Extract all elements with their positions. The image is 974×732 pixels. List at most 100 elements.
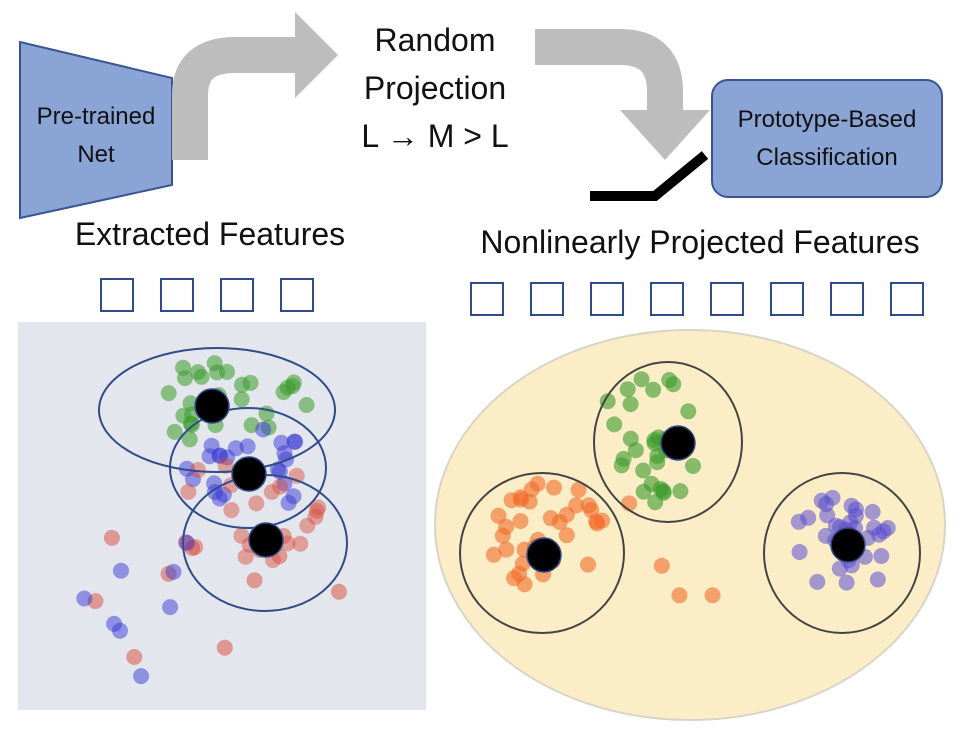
cluster-boundary <box>98 347 336 473</box>
scatter-point <box>299 517 316 534</box>
scatter-point <box>635 462 652 479</box>
right-feature-box <box>710 282 744 316</box>
scatter-point <box>112 622 128 639</box>
right-feature-box <box>830 282 864 316</box>
scatter-point <box>516 576 533 593</box>
left-feature-box <box>280 278 314 312</box>
arrow-right-icon <box>172 12 338 160</box>
scatter-point <box>178 534 195 551</box>
scatter-point <box>217 457 234 474</box>
scatter-point <box>838 574 855 591</box>
scatter-point <box>864 503 881 520</box>
cluster-boundary <box>763 472 921 634</box>
prototype-point <box>830 527 866 563</box>
right-panel-title: Nonlinearly Projected Features <box>480 224 920 260</box>
scatter-point <box>219 363 235 380</box>
scatter-point <box>103 529 120 546</box>
scatter-point <box>672 483 689 500</box>
pretrained-net-label: Pre-trained Net <box>20 98 172 174</box>
scatter-point <box>817 527 834 544</box>
scatter-point <box>275 384 292 401</box>
left-feature-box <box>220 278 254 312</box>
scatter-point <box>308 503 325 519</box>
scatter-point <box>190 462 206 478</box>
classifier-box <box>711 79 943 198</box>
scatter-point <box>558 527 575 544</box>
scatter-point <box>162 599 179 616</box>
prototype-point <box>660 425 696 461</box>
scatter-point <box>824 489 841 506</box>
scatter-point <box>831 560 848 577</box>
scatter-point <box>809 573 826 590</box>
scatter-point <box>619 381 636 398</box>
right-feature-box <box>650 282 684 316</box>
scatter-point <box>237 548 254 565</box>
scatter-point <box>671 587 688 604</box>
scatter-point <box>512 513 529 529</box>
right-feature-box <box>530 282 564 316</box>
scatter-point <box>649 447 666 464</box>
scatter-point <box>615 450 632 467</box>
scatter-point <box>521 493 538 510</box>
scatter-point <box>869 571 886 588</box>
prototypes-layer <box>194 388 866 573</box>
scatter-point <box>685 458 701 474</box>
arrow-down-icon <box>535 29 710 160</box>
scatter-point <box>287 433 304 450</box>
scatter-point <box>331 583 347 600</box>
random-projection-label: Random Projection L → M > L <box>340 16 530 160</box>
scatter-point <box>627 442 644 459</box>
scatter-point <box>485 546 502 563</box>
scatter-point <box>704 587 721 604</box>
cluster-boundary <box>593 361 743 523</box>
prototype-point <box>248 522 284 558</box>
classifier-label: Prototype-Based Classification <box>712 101 942 177</box>
prototype-point <box>231 456 267 492</box>
projection-line1: Random <box>374 22 496 58</box>
scatter-point <box>215 486 232 503</box>
scatter-point <box>652 480 669 497</box>
scatter-point <box>133 668 150 685</box>
scatter-point <box>622 396 639 413</box>
cluster-boundary <box>169 407 327 529</box>
scatter-point <box>263 484 280 500</box>
scatter-point <box>599 393 616 410</box>
scatter-point <box>212 447 228 464</box>
scatter-point <box>255 421 272 438</box>
scatter-point <box>223 502 240 519</box>
left-feature-box <box>160 278 194 312</box>
projection-line3: L → M > L <box>361 118 509 154</box>
scatter-point <box>661 372 678 388</box>
pretrained-net-shape <box>19 40 173 220</box>
scatter-point <box>193 368 210 385</box>
scatter-point <box>570 481 587 498</box>
right-feature-box <box>890 282 924 316</box>
scatter-point <box>175 359 192 376</box>
left-feature-box <box>100 278 134 312</box>
scatter-point <box>873 548 890 564</box>
scatter-point <box>166 423 183 440</box>
scatter-point <box>273 434 290 451</box>
scatter-point <box>307 508 324 525</box>
scatter-point <box>580 556 596 573</box>
scatter-point <box>233 391 250 408</box>
scatter-point <box>216 639 233 656</box>
scatter-point <box>800 509 817 526</box>
scatter-point <box>298 397 315 413</box>
scatter-point <box>276 475 293 492</box>
scatter-point <box>272 478 288 495</box>
scatter-point <box>633 371 650 388</box>
scatter-point <box>242 374 259 391</box>
scatter-point <box>246 572 263 589</box>
scatter-point <box>160 385 177 402</box>
scatter-point <box>126 649 143 665</box>
right-feature-box <box>590 282 624 316</box>
right-feature-box <box>770 282 804 316</box>
prototype-point <box>194 388 230 424</box>
classifier-line1: Prototype-Based <box>737 106 917 133</box>
scatter-point <box>847 507 864 524</box>
scatter-point <box>165 563 182 580</box>
pretrained-net-label-line1: Pre-trained <box>36 103 156 130</box>
projection-line2: Projection <box>363 70 507 106</box>
